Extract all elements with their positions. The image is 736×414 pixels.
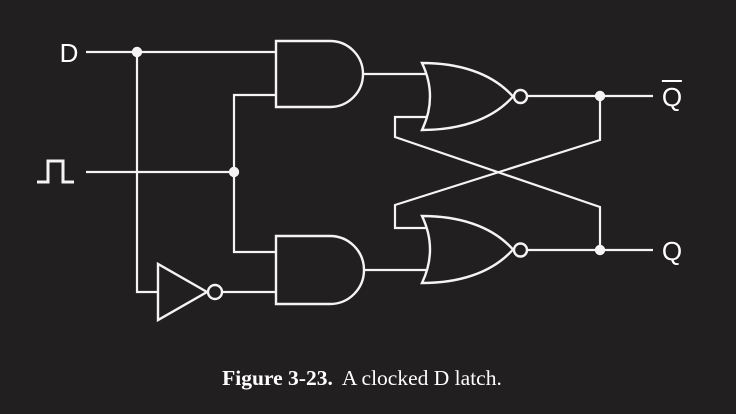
figure-number: Figure 3-23. <box>222 366 333 390</box>
junction-dots <box>131 46 606 256</box>
qbar-overbar: Q <box>661 80 683 112</box>
junction-dot-qbar <box>594 90 606 102</box>
wire-cross-qbar-to-bottom-nor <box>393 96 602 230</box>
and-gate-bottom <box>274 234 366 306</box>
inversion-bubble-not-gate <box>206 283 224 301</box>
junction-dot-clock <box>228 166 240 178</box>
clock-pulse-icon <box>37 159 74 184</box>
junction-dot-d <box>131 46 143 58</box>
nor-gate-top <box>420 61 515 132</box>
wire-d-to-inverter <box>135 52 162 294</box>
nor-gate-bottom <box>420 214 515 285</box>
inversion-bubble-top-nor <box>512 88 529 105</box>
d-input-label: D <box>59 38 79 68</box>
q-output-label: Q <box>661 236 683 266</box>
qbar-output-label: Q <box>661 80 683 112</box>
inversion-bubble-bottom-nor <box>512 242 529 258</box>
not-gate <box>156 261 210 323</box>
figure-caption-text: A clocked D latch. <box>341 366 502 390</box>
and-gate-top <box>274 39 365 109</box>
figure-caption: Figure 3-23. A clocked D latch. <box>0 366 730 392</box>
gates <box>156 39 529 323</box>
junction-dot-q <box>594 244 606 256</box>
wire-clock-to-bottom-and <box>232 172 276 254</box>
wire-cross-q-to-top-nor <box>393 115 602 250</box>
wires <box>86 50 653 294</box>
wire-clock-to-top-and <box>232 93 276 172</box>
